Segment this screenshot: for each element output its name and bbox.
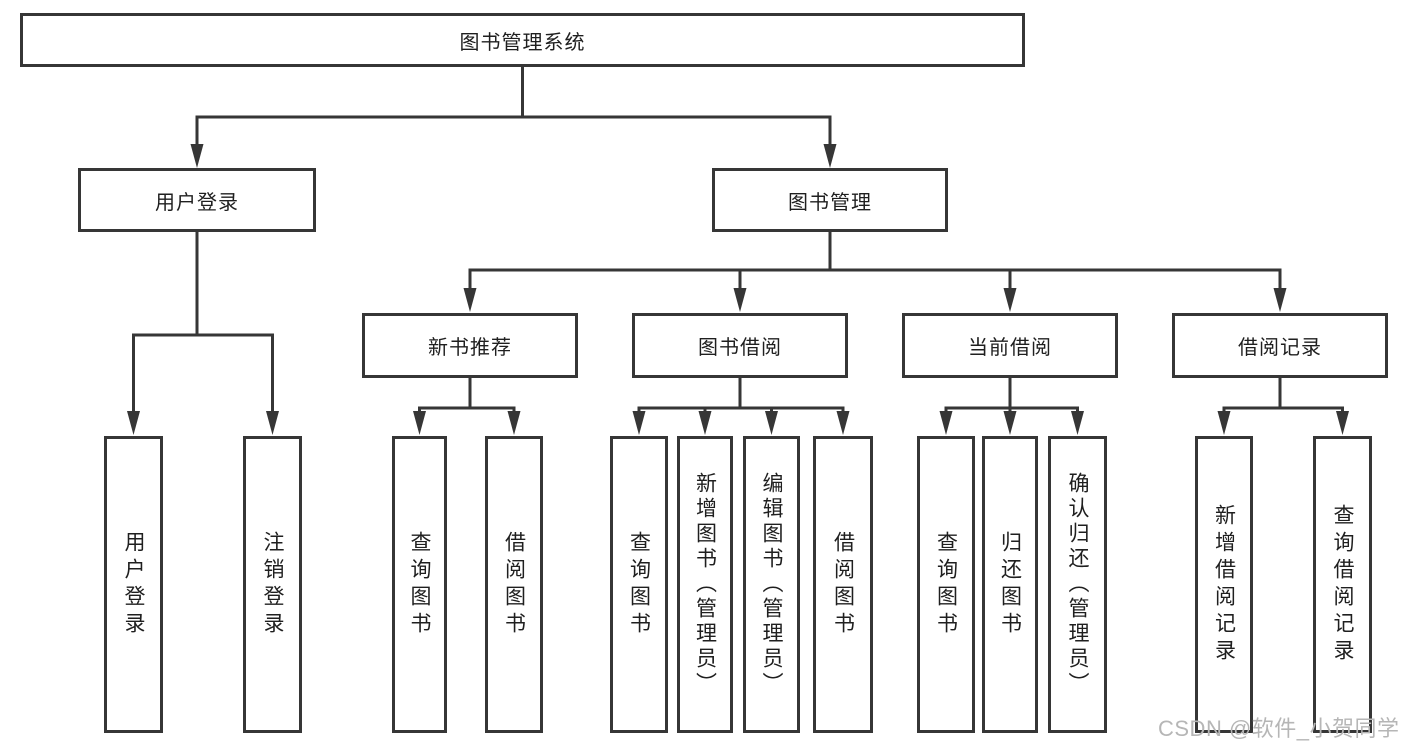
- node-borrow-records: 借阅记录: [1172, 313, 1388, 378]
- leaf-return-book: 归还图书: [982, 436, 1038, 733]
- connector-borrow-records-children: [1222, 376, 1344, 418]
- arrowhead-leaf-borrow-books-2: [836, 411, 850, 435]
- connector-book-borrow-children: [637, 376, 845, 418]
- arrowhead-leaf-add-borrow-record: [1217, 411, 1231, 435]
- node-current-borrow: 当前借阅: [902, 313, 1118, 378]
- leaf-borrow-books-1: 借阅图书: [485, 436, 543, 733]
- leaf-add-book-admin: 新增图书（管理员）: [677, 436, 733, 733]
- leaf-user-login: 用户登录: [104, 436, 163, 733]
- arrowhead-book-borrow: [733, 288, 747, 312]
- arrowhead-leaf-query-borrow-record: [1336, 411, 1349, 435]
- connector-current-borrow-children: [944, 376, 1079, 418]
- arrowhead-leaf-confirm-return: [1071, 411, 1084, 435]
- leaf-query-books-1: 查询图书: [392, 436, 447, 733]
- leaf-confirm-return-admin: 确认归还（管理员）: [1048, 436, 1107, 733]
- node-book-borrow: 图书借阅: [632, 313, 848, 378]
- leaf-borrow-books-2: 借阅图书: [813, 436, 873, 733]
- leaf-edit-book-admin: 编辑图书（管理员）: [743, 436, 800, 733]
- leaf-query-borrow-record: 查询借阅记录: [1313, 436, 1372, 733]
- arrowhead-leaf-add-book: [698, 411, 712, 435]
- connector-user-login-children: [132, 230, 274, 418]
- arrowhead-leaf-query-books-3: [939, 411, 953, 435]
- arrowhead-leaf-logout: [266, 411, 279, 435]
- node-new-book-recommend: 新书推荐: [362, 313, 578, 378]
- connector-root-to-level2: [195, 65, 832, 152]
- node-root-library-system: 图书管理系统: [20, 13, 1025, 67]
- watermark: CSDN @软件_小贺同学: [1158, 716, 1400, 741]
- connector-new-book-recommend-children: [418, 376, 516, 418]
- arrowhead-leaf-borrow-books-1: [507, 411, 521, 435]
- arrowhead-leaf-query-books-1: [413, 411, 426, 435]
- arrowhead-new-book-recommend: [463, 288, 477, 312]
- arrowhead-leaf-query-books-2: [632, 411, 646, 435]
- arrowhead-user-login: [190, 144, 204, 168]
- connector-book-management-children: [468, 230, 1282, 295]
- arrowhead-leaf-return-book: [1003, 411, 1017, 435]
- node-user-login: 用户登录: [78, 168, 316, 232]
- leaf-add-borrow-record: 新增借阅记录: [1195, 436, 1253, 733]
- leaf-query-books-3: 查询图书: [917, 436, 975, 733]
- arrowhead-current-borrow: [1003, 288, 1017, 312]
- arrowhead-borrow-records: [1273, 288, 1287, 312]
- node-book-management: 图书管理: [712, 168, 948, 232]
- arrowhead-book-management: [823, 144, 837, 168]
- leaf-query-books-2: 查询图书: [610, 436, 668, 733]
- leaf-logout: 注销登录: [243, 436, 302, 733]
- arrowhead-leaf-user-login: [127, 411, 140, 435]
- arrowhead-leaf-edit-book: [765, 411, 778, 435]
